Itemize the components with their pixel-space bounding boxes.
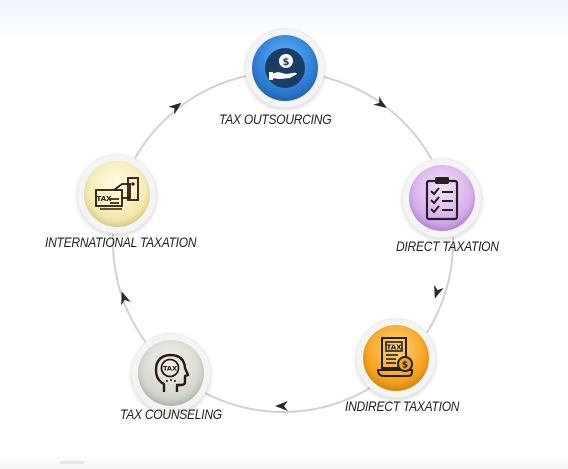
direction-arrow-icon: [168, 102, 182, 115]
node-label-tax-outsourcing: TAX OUTSOURCING: [219, 111, 332, 127]
node-direct-taxation[interactable]: [402, 158, 482, 238]
node-disc: TAX: [84, 161, 150, 227]
node-disc: $: [252, 35, 318, 101]
tax-receipt-icon: TAX $: [376, 337, 413, 377]
direction-arrow-icon: [121, 291, 131, 306]
svg-text:TAX: TAX: [386, 344, 402, 352]
node-label-direct-taxation: DIRECT TAXATION: [396, 238, 499, 254]
node-tax-counseling[interactable]: TAX: [131, 333, 211, 413]
direction-arrow-icon: [434, 284, 444, 299]
tax-card-hand-icon: TAX: [95, 177, 139, 210]
node-label-indirect-taxation: INDIRECT TAXATION: [345, 398, 460, 414]
svg-text:TAX: TAX: [96, 195, 112, 203]
money-hand-icon: $: [265, 48, 305, 88]
clipboard-checklist-icon: [425, 177, 459, 221]
svg-text:$: $: [402, 361, 408, 371]
svg-text:TAX: TAX: [163, 365, 177, 373]
svg-text:$: $: [283, 57, 290, 68]
node-disc: TAX: [138, 340, 204, 406]
direction-arrow-icon: [275, 401, 289, 412]
footer-background: [0, 455, 568, 469]
node-disc: [409, 165, 475, 231]
direction-arrow-icon: [373, 96, 387, 109]
node-international-taxation[interactable]: TAX: [77, 154, 157, 234]
node-label-international-taxation: INTERNATIONAL TAXATION: [45, 234, 197, 250]
node-label-tax-counseling: TAX COUNSELING: [120, 406, 222, 422]
node-disc: TAX $: [363, 325, 429, 391]
footer-divider: [60, 461, 84, 464]
head-tax-icon: TAX: [154, 353, 190, 392]
node-indirect-taxation[interactable]: TAX $: [356, 318, 436, 398]
node-tax-outsourcing[interactable]: $: [245, 28, 325, 108]
cycle-arrows: [121, 96, 444, 412]
